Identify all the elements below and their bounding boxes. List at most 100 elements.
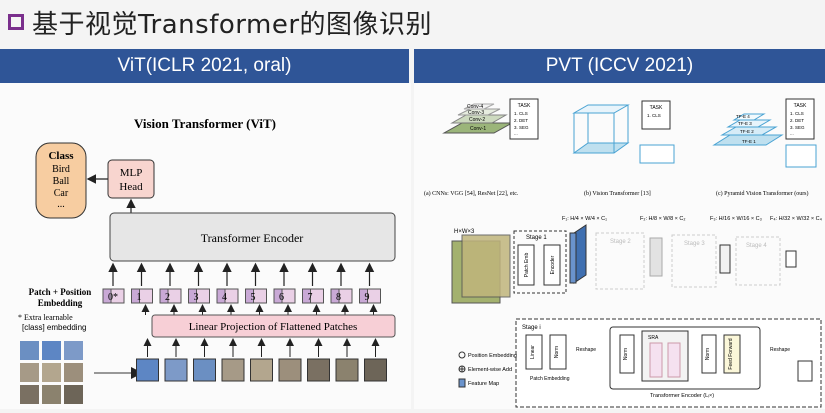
svg-text:Conv-4: Conv-4 [467,104,483,110]
cnn-pyramid: Conv-4 Conv-3 Conv-2 Conv-1 TASK 1. CLS … [442,98,539,140]
title-square-icon [8,14,24,30]
svg-text:Conv-1: Conv-1 [470,126,486,132]
stage-1-label: Stage 1 [526,235,547,241]
svg-text:Stage 4: Stage 4 [746,243,767,249]
class-item: Ball [53,176,70,187]
svg-text:Norm: Norm [623,348,629,360]
class-item: ... [57,199,65,210]
vit-diagram: Vision Transformer (ViT) Class Bird Ball… [18,116,396,404]
vit-column: TASK 1. CLS [572,100,675,164]
svg-text:SRA: SRA [648,335,659,341]
class-box [35,142,87,219]
svg-text:Norm: Norm [554,346,560,358]
token-index: 9 [365,292,370,303]
flattened-patch [278,358,302,382]
flattened-patch [193,358,216,382]
header-pvt: PVT (ICCV 2021) [414,49,825,83]
stage-2-box [595,232,645,290]
token-index: 2 [165,292,170,303]
token-index: 7 [308,292,313,303]
svg-text:3. SEG: 3. SEG [790,125,805,130]
caption-a: (a) CNNs: VGG [54], ResNet [22], etc. [424,190,519,197]
linear-projection-label: Linear Projection of Flattened Patches [189,321,358,333]
flattened-patch [307,358,330,382]
task-box-a [509,98,539,140]
flattened-patch [136,358,159,382]
input-image-grid [20,341,83,404]
svg-text:Patch Emb: Patch Emb [524,253,530,278]
svg-text:TASK: TASK [650,105,663,111]
legend-position-embedding: Position Embedding [468,353,517,359]
pvt-pyramid: TF-E 4 TF-E 3 TF-E 2 TF-E 1 TASK 1. CLS … [712,98,817,168]
svg-text:TF-E 2: TF-E 2 [740,129,754,134]
svg-text:Encoder: Encoder [550,255,556,274]
mlp-head-line1: MLP [120,167,143,179]
flattened-patch [164,358,188,382]
feature-size-2: F₂: H/8 × W/8 × C₂ [640,216,686,222]
patch-note-line2: [class] embedding [22,323,86,332]
stage-4-box [735,236,781,286]
token-index: 4 [222,292,227,303]
header-vit: ViT(ICLR 2021, oral) [0,49,409,83]
svg-text:Feed Forward: Feed Forward [728,338,734,369]
input-image [451,234,511,304]
feature-map-3 [719,244,731,274]
svg-text:Stage 2: Stage 2 [610,239,631,245]
svg-text:TF-E 4: TF-E 4 [736,114,750,119]
svg-text:...: ... [790,131,794,136]
flattened-patch [364,358,387,382]
input-size-label: H×W×3 [454,229,475,235]
patch-note-line1: * Extra learnable [18,313,73,322]
token-index: 5 [251,292,256,303]
patch-token [253,288,267,304]
linear-projection-box [151,314,396,338]
flattened-patch [335,358,359,382]
svg-text:1. CLS: 1. CLS [514,111,528,116]
token-index: 6 [279,292,284,303]
patch-token [196,288,210,304]
feature-size-3: F₃: H/16 × W/16 × C₃ [710,216,762,222]
svg-text:TASK: TASK [518,103,531,109]
svg-text:2. DET: 2. DET [790,118,804,123]
svg-text:Conv-2: Conv-2 [469,117,485,123]
patch-label-line1: Patch + Position [29,287,92,297]
mlp-head-line2: Head [119,181,143,193]
detail-patch-embedding: Patch Embedding [530,376,570,382]
feature-map-4 [785,250,797,268]
svg-text:1. CLS: 1. CLS [647,113,661,118]
flattened-patch [250,358,273,382]
svg-text:Linear: Linear [530,345,536,359]
vit-panel: Vision Transformer (ViT) Class Bird Ball… [0,83,411,409]
detail-encoder-label: Transformer Encoder (Lᵢ×) [650,393,714,399]
patch-token [139,288,153,304]
legend-element-wise-add: Element-wise Add [468,367,512,373]
svg-text:Norm: Norm [705,348,711,360]
patch-label-line2: Embedding [38,298,83,308]
caption-b: (b) Vision Transformer [13] [584,190,651,197]
stage-3-box [671,234,717,288]
token-index: 3 [194,292,199,303]
flattened-patch [221,358,245,382]
token-index: 8 [336,292,341,303]
feature-size-1: F₁: H/4 × W/4 × C₁ [562,216,607,222]
svg-text:TF-E 1: TF-E 1 [742,139,756,144]
token-index: 1 [137,292,142,303]
feature-map-2 [649,237,663,277]
class-title: Class [48,150,74,162]
svg-text:Reshape: Reshape [770,347,790,353]
token-row: 0* 1 2 3 4 5 6 7 8 9 [102,262,381,315]
transformer-encoder-label: Transformer Encoder [201,231,304,245]
flattened-patches-strip [136,338,387,382]
svg-text:Reshape: Reshape [576,347,596,353]
pvt-panel: Conv-4 Conv-3 Conv-2 Conv-1 TASK 1. CLS … [414,83,825,409]
pvt-diagram: Conv-4 Conv-3 Conv-2 Conv-1 TASK 1. CLS … [424,98,823,408]
slide-title: 基于视觉Transformer的图像识别 [8,4,432,40]
feature-map-1 [569,224,587,284]
svg-text:TASK: TASK [794,103,807,109]
class-item: Car [54,188,69,199]
feature-size-4: F₄: H/32 × W/32 × C₄ [770,216,823,222]
patch-token [224,288,239,304]
detail-stage-label: Stage i [522,325,541,331]
patch-token [338,288,353,304]
token-index: 0* [108,292,118,303]
